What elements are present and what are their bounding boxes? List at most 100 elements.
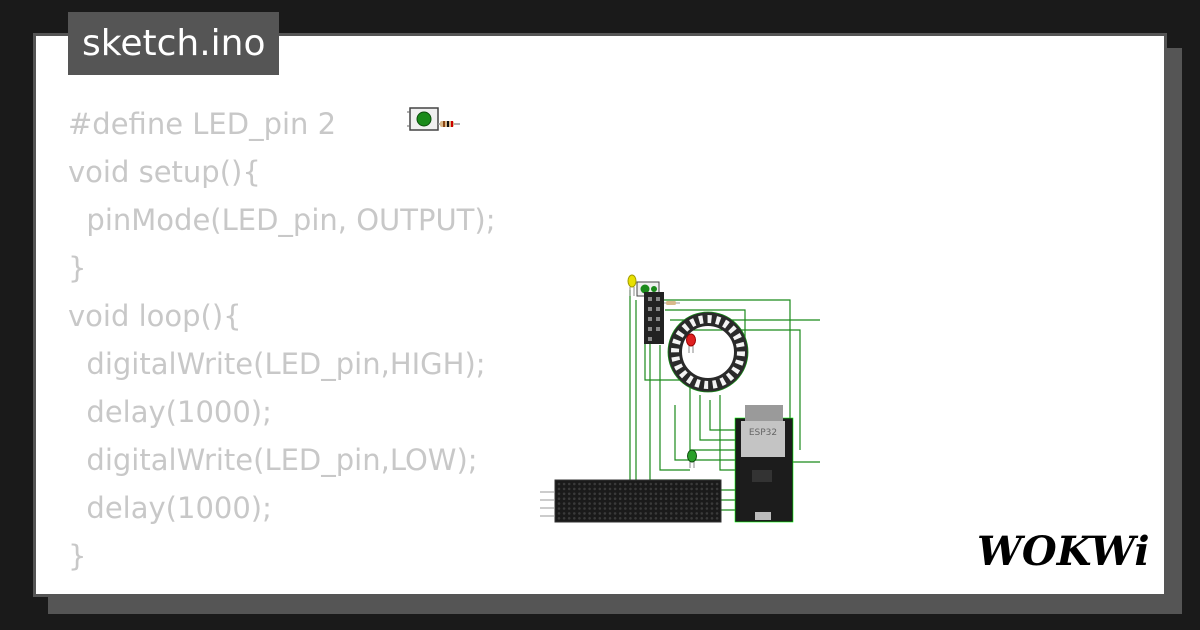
matrix-dot	[680, 512, 683, 515]
esp32-board-icon: ESP32	[734, 405, 794, 523]
matrix-dot	[598, 512, 602, 515]
matrix-dot	[690, 512, 693, 515]
matrix-dot	[705, 507, 709, 510]
matrix-dot	[573, 512, 576, 515]
matrix-dot	[562, 512, 566, 515]
matrix-dot	[659, 512, 663, 515]
matrix-dot	[654, 512, 658, 515]
matrix-dot	[624, 487, 627, 491]
matrix-dot	[578, 502, 581, 505]
matrix-dot	[588, 512, 591, 515]
matrix-dot	[710, 512, 714, 515]
matrix-dot	[613, 507, 617, 510]
matrix-dot	[603, 507, 607, 510]
matrix-dot	[680, 482, 683, 486]
matrix-dot	[705, 512, 709, 515]
matrix-dot	[644, 492, 647, 496]
matrix-dot	[669, 487, 673, 491]
matrix-dot	[608, 497, 612, 501]
matrix-dot	[659, 517, 663, 520]
matrix-dot	[710, 497, 714, 501]
matrix-dot	[618, 512, 622, 515]
matrix-dot	[715, 492, 719, 496]
matrix-dot	[705, 517, 709, 520]
matrix-dot	[588, 487, 591, 491]
matrix-dot	[624, 512, 627, 515]
matrix-dot	[557, 482, 561, 486]
matrix-dot	[593, 497, 596, 501]
resistor-icon	[438, 121, 460, 127]
matrix-dot	[613, 502, 617, 505]
matrix-dot	[715, 507, 719, 510]
matrix-dot	[680, 497, 683, 501]
matrix-dot	[624, 507, 627, 510]
matrix-dot	[593, 482, 596, 486]
matrix-dot	[715, 512, 719, 515]
matrix-dot	[690, 517, 693, 520]
matrix-dot	[715, 517, 719, 520]
matrix-dot	[598, 492, 602, 496]
matrix-dot	[700, 497, 704, 501]
led-matrix-icon	[540, 479, 722, 523]
matrix-dot	[578, 507, 581, 510]
matrix-dot	[603, 482, 607, 486]
code-line: void setup(){	[68, 155, 261, 189]
matrix-dot	[639, 492, 642, 496]
matrix-dot	[608, 502, 612, 505]
matrix-dot	[634, 502, 637, 505]
red-led-icon	[686, 333, 696, 353]
matrix-dot	[690, 507, 693, 510]
matrix-dot	[593, 487, 596, 491]
matrix-dot	[659, 492, 663, 496]
matrix-dot	[715, 497, 719, 501]
matrix-dot	[567, 482, 571, 486]
matrix-dot	[654, 507, 658, 510]
matrix-dot	[588, 497, 591, 501]
matrix-dot	[593, 502, 596, 505]
matrix-dot	[669, 502, 673, 505]
matrix-dot	[715, 482, 719, 486]
matrix-dot	[705, 487, 709, 491]
matrix-dot	[710, 502, 714, 505]
matrix-dot	[578, 482, 581, 486]
matrix-dot	[629, 502, 632, 505]
code-snippet: #define LED_pin 2 void setup(){ pinMode(…	[68, 100, 588, 580]
matrix-dot	[629, 487, 632, 491]
matrix-dot	[557, 497, 561, 501]
matrix-dot	[578, 492, 581, 496]
matrix-dot	[695, 487, 698, 491]
matrix-dot	[562, 497, 566, 501]
matrix-dot	[685, 487, 688, 491]
matrix-dot	[685, 482, 688, 486]
matrix-dot	[562, 492, 566, 496]
matrix-dot	[593, 492, 596, 496]
matrix-dot	[634, 492, 637, 496]
matrix-dot	[629, 482, 632, 486]
matrix-dot	[573, 487, 576, 491]
matrix-dot	[562, 517, 566, 520]
matrix-dot	[669, 507, 673, 510]
matrix-dot	[567, 517, 571, 520]
code-line: digitalWrite(LED_pin,LOW);	[68, 443, 478, 477]
matrix-dot	[588, 502, 591, 505]
matrix-dot	[562, 507, 566, 510]
matrix-dot	[664, 507, 668, 510]
matrix-dot	[588, 492, 591, 496]
neopixel-ring-icon	[667, 311, 749, 393]
matrix-dot	[639, 517, 642, 520]
matrix-dot	[700, 502, 704, 505]
matrix-dot	[562, 502, 566, 505]
matrix-dot	[649, 482, 653, 486]
matrix-dot	[695, 512, 698, 515]
matrix-dot	[593, 507, 596, 510]
matrix-dot	[649, 492, 653, 496]
esp32-chip-label: ESP32	[749, 428, 777, 438]
matrix-dot	[644, 482, 647, 486]
logo-text: WOKWi	[977, 528, 1150, 575]
matrix-dot	[644, 487, 647, 491]
matrix-dot	[669, 517, 673, 520]
matrix-dot	[639, 487, 642, 491]
matrix-dot	[680, 492, 683, 496]
matrix-dot	[583, 497, 586, 501]
resistor-icon	[664, 301, 680, 305]
